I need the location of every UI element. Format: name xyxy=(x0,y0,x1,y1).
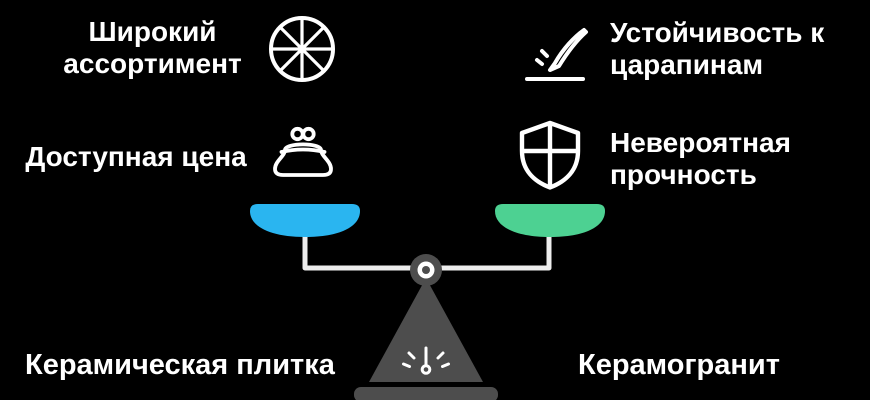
pivot-center xyxy=(422,266,430,274)
scale-base xyxy=(354,387,498,400)
shield-icon xyxy=(513,118,587,197)
gauge-tick-right-1 xyxy=(441,362,450,368)
clasp-right xyxy=(301,126,316,142)
left-pan xyxy=(250,204,360,237)
right-result-label: Керамогранит xyxy=(578,349,780,381)
gauge-tick-right-2 xyxy=(436,351,445,360)
balance-scale xyxy=(250,204,605,400)
clasp-left xyxy=(290,126,305,142)
feature-scratch-resistance-label: Устойчивость к царапинам xyxy=(610,17,825,81)
gauge-tick-left-1 xyxy=(402,362,411,368)
feature-affordable-price-label: Доступная цена xyxy=(25,141,247,172)
purse-rim xyxy=(279,147,327,154)
gauge-tick-left-2 xyxy=(407,351,416,360)
feature-wide-assortment-label: Широкий ассортимент xyxy=(63,16,242,80)
right-pan xyxy=(495,204,605,237)
gauge-icon xyxy=(402,346,450,375)
feature-strength-label: Невероятная прочность xyxy=(610,127,791,191)
blade-shape xyxy=(548,28,588,72)
coin-purse-icon xyxy=(268,124,338,191)
pie-slices xyxy=(269,16,335,82)
left-result-label: Керамическая плитка xyxy=(25,349,335,381)
scratch-blade-icon xyxy=(517,23,593,90)
gauge-bulb xyxy=(420,364,432,375)
scale-stand xyxy=(369,278,483,382)
scratch-mark-2 xyxy=(540,49,549,58)
scratch-mark-1 xyxy=(535,58,544,66)
purse-body xyxy=(273,142,333,177)
pie-wheel-icon xyxy=(266,13,338,90)
